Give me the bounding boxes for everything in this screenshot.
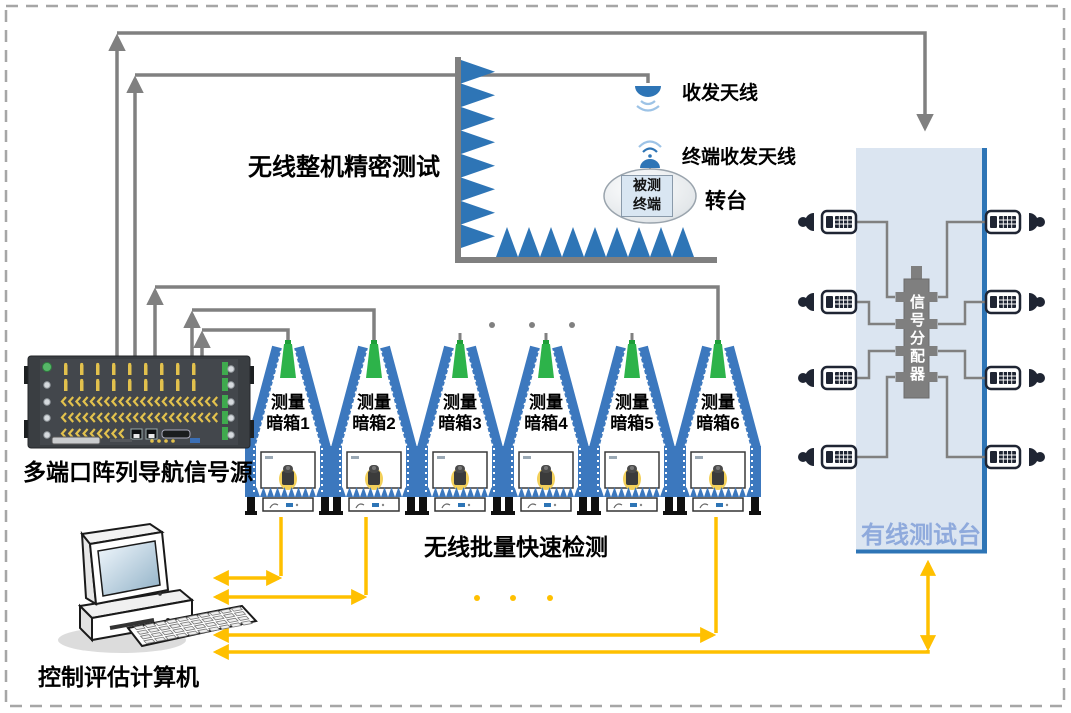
- precision-test-label: 无线整机精密测试: [248, 154, 440, 181]
- chamber-1-label: 测量暗箱1: [266, 393, 310, 433]
- signal-splitter-box: [895, 266, 938, 399]
- batch-test-label: 无线批量快速检测: [424, 534, 608, 560]
- control-cabling-yellow: [212, 517, 937, 661]
- terminal-antenna-label: 终端收发天线: [682, 147, 797, 168]
- dut-line1: 被测: [633, 177, 661, 193]
- bench-wiring: [856, 220, 986, 459]
- turntable-label: 转台: [705, 190, 747, 213]
- bench-phones-left: [798, 209, 858, 470]
- signal-source-rack: [24, 355, 254, 449]
- chamber-6-label: 测量暗箱6: [696, 393, 740, 433]
- page-border: [4, 4, 1066, 708]
- rf-cabling-gray: [108, 31, 934, 358]
- floor-absorber-triangles: [496, 227, 694, 257]
- ellipsis-bottom: [474, 595, 553, 601]
- chamber-3-label: 测量暗箱3: [438, 393, 482, 433]
- bench-phones-right: [984, 209, 1045, 470]
- anechoic-corner: [455, 57, 717, 263]
- chamber-4-label: 测量暗箱4: [524, 393, 568, 433]
- computer-icon: [58, 522, 258, 653]
- tx-rx-antenna-label: 收发天线: [682, 83, 759, 104]
- ellipsis-top: [489, 322, 575, 328]
- chamber-2-label: 测量暗箱2: [352, 393, 396, 433]
- wired-bench-label: 有线测试台: [861, 522, 981, 549]
- chamber-5-label: 测量暗箱5: [610, 393, 654, 433]
- dut-line2: 终端: [633, 196, 661, 212]
- control-computer-label: 控制评估计算机: [38, 664, 199, 690]
- dut-terminal-box: 被测 终端: [621, 175, 673, 217]
- signal-source-label: 多端口阵列导航信号源: [23, 459, 253, 485]
- tx-rx-antenna-icon: [635, 86, 661, 112]
- signal-splitter-label: 信号分配器: [908, 294, 925, 384]
- wall-absorber-triangles: [461, 60, 495, 248]
